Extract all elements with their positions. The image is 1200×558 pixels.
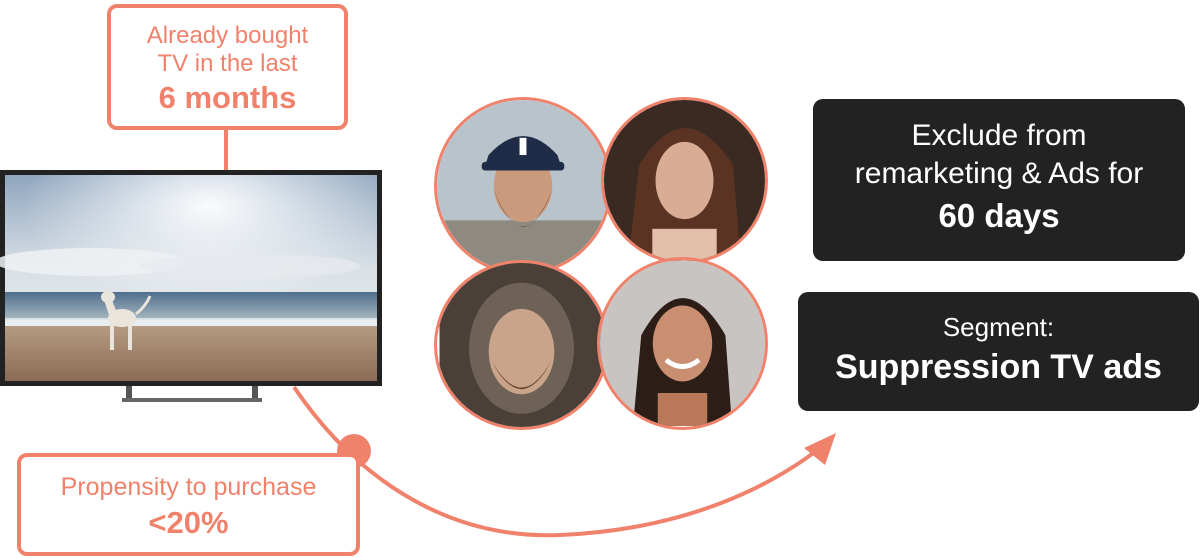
callout-top-line2: TV in the last xyxy=(157,50,298,77)
avatar-woman-dark-hair xyxy=(601,97,768,264)
callout-bottom-line1: Propensity to purchase xyxy=(60,473,317,501)
person-avatar xyxy=(439,263,604,427)
person-avatar xyxy=(604,100,765,261)
callout-top-line1: Already bought xyxy=(146,22,309,49)
avatar-bearded-man xyxy=(434,97,612,275)
action-emphasis: 60 days xyxy=(938,197,1060,234)
person-avatar xyxy=(600,261,765,426)
segment-box: Segment: Suppression TV ads xyxy=(798,292,1199,411)
action-line2: remarketing & Ads for xyxy=(854,157,1144,190)
exclude-action-box: Exclude from remarketing & Ads for 60 da… xyxy=(813,99,1185,261)
segment-label: Segment: xyxy=(942,312,1055,342)
action-line1: Exclude from xyxy=(911,119,1087,152)
person-avatar xyxy=(437,100,609,272)
callout-top-emphasis: 6 months xyxy=(158,80,297,115)
arrow-head xyxy=(804,433,836,465)
callout-propensity: Propensity to purchase <20% xyxy=(17,453,360,556)
callout-already-bought: Already bought TV in the last 6 months xyxy=(107,4,348,130)
avatar-man-hood xyxy=(434,260,609,430)
callout-bottom-emphasis: <20% xyxy=(148,505,229,540)
segment-name: Suppression TV ads xyxy=(835,348,1162,386)
avatar-woman-smiling xyxy=(597,257,768,430)
